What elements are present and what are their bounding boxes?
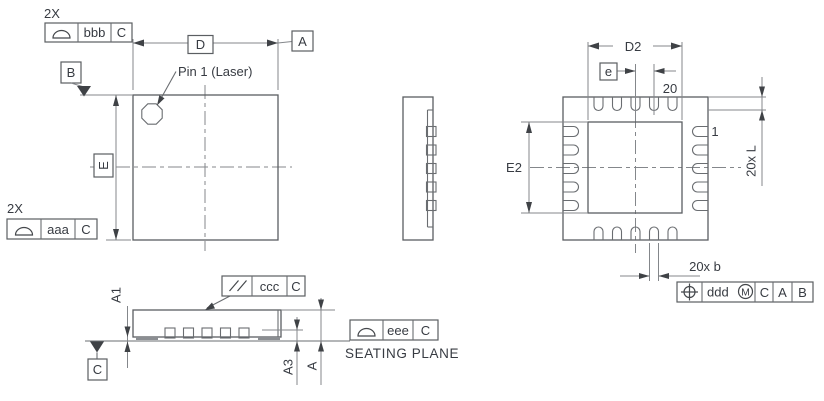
dimension-lead-width: 20x b <box>620 243 721 281</box>
arrowhead <box>267 39 278 47</box>
arrowhead <box>124 341 131 352</box>
dim-label-e-pitch: e <box>605 64 612 79</box>
datum-ref-1: C <box>760 285 769 300</box>
dim-label-e: E <box>96 161 111 170</box>
pin1-note: Pin 1 (Laser) <box>157 64 252 106</box>
arrowhead <box>294 319 300 330</box>
lead-width-label: 20x b <box>689 259 721 274</box>
tolerance-label: bbb <box>84 25 106 40</box>
qty-label: 2X <box>44 6 60 21</box>
dimension-e: E <box>93 95 131 241</box>
dimension-pitch-e: e <box>599 62 676 115</box>
arrowhead <box>124 326 131 337</box>
dimension-e2: E2 <box>506 121 588 214</box>
mmc-modifier-label: M <box>741 287 750 299</box>
arrowhead <box>318 299 324 310</box>
profile-of-surface-icon <box>357 327 376 337</box>
exposed-pad-outline <box>587 121 683 214</box>
datum-ref-label: C <box>117 25 126 40</box>
dim-label-a: A <box>305 361 320 370</box>
datum-ref-3: B <box>798 285 807 300</box>
side-body-outline <box>402 96 434 241</box>
bottom-edge-leads <box>593 226 678 240</box>
arrowhead <box>654 68 665 74</box>
arrowhead <box>671 42 682 50</box>
arrowhead <box>205 302 215 310</box>
position-frame-ddd: ddd M C A B <box>676 281 814 303</box>
arrowhead <box>526 202 532 213</box>
dim-label-e2: E2 <box>506 160 522 175</box>
dim-label-d2: D2 <box>625 39 642 54</box>
datum-a: A <box>291 30 314 52</box>
parallelism-frame-ccc: ccc C <box>205 275 306 310</box>
top-view: D A B E Pin 1 (Laser) <box>6 6 314 251</box>
datum-ref-2: A <box>778 285 787 300</box>
arrowhead <box>294 341 300 352</box>
arrowhead <box>133 39 144 47</box>
side-view <box>402 96 437 241</box>
tolerance-label: ccc <box>260 279 280 294</box>
arrowhead <box>526 122 532 133</box>
datum-triangle <box>90 341 104 353</box>
arrowhead <box>759 110 765 121</box>
arrowhead <box>625 68 636 74</box>
body-profile-outline <box>132 309 282 338</box>
lead-length-label: 20x L <box>744 145 759 177</box>
tolerance-label: aaa <box>47 222 69 237</box>
tolerance-label: eee <box>387 323 409 338</box>
datum-ref-label: C <box>421 323 430 338</box>
arrowhead <box>588 42 599 50</box>
datum-b-label: B <box>67 65 76 80</box>
tolerance-label: ddd <box>707 285 729 300</box>
dimension-d2: D2 <box>587 39 683 120</box>
arrowhead <box>658 273 669 279</box>
profile-of-surface-icon <box>14 226 34 236</box>
dim-label-a1: A1 <box>109 287 124 303</box>
dim-label-a3: A3 <box>281 359 296 375</box>
dimension-a3: A3 <box>281 317 300 385</box>
dimension-a: A <box>305 298 324 385</box>
seating-plane-label: SEATING PLANE <box>345 346 459 361</box>
datum-c-label: C <box>93 362 102 377</box>
datum-ref-label: C <box>291 279 300 294</box>
pin20-number: 20 <box>663 81 677 96</box>
dimension-d: D <box>132 34 293 90</box>
side-view-leads <box>425 125 437 212</box>
pin1-note-label: Pin 1 (Laser) <box>178 64 252 79</box>
bottom-view: D2 e 20 1 E2 <box>506 39 814 303</box>
arrowhead <box>113 95 119 106</box>
datum-b: B <box>60 61 133 97</box>
pin1-marker-octagon <box>141 103 163 125</box>
left-edge-leads <box>563 125 579 212</box>
dim-label-d: D <box>196 37 205 52</box>
dimension-a1: A1 <box>109 287 131 368</box>
arrowhead <box>157 95 165 106</box>
datum-c: C <box>87 341 108 381</box>
arrowhead <box>759 86 765 97</box>
front-view-leads <box>136 327 280 340</box>
arrowhead <box>318 341 324 352</box>
front-view: A1 ccc C A3 A <box>85 275 459 385</box>
dimension-lead-length: 20x L <box>708 77 766 186</box>
qty-label: 2X <box>7 201 23 216</box>
seating-frame-eee: eee C SEATING PLANE <box>345 319 459 361</box>
datum-ref-label: C <box>81 222 90 237</box>
arrowhead <box>639 273 650 279</box>
parallelism-icon <box>229 280 247 292</box>
mmc-modifier-icon <box>737 283 754 300</box>
pin1-number: 1 <box>711 124 718 139</box>
right-edge-leads <box>692 125 708 212</box>
profile-frame-bbb: 2X bbb C <box>44 6 133 43</box>
package-body-outline <box>132 94 279 241</box>
profile-frame-aaa: 2X aaa C <box>6 201 98 240</box>
datum-a-label: A <box>298 34 307 49</box>
arrowhead <box>113 229 119 240</box>
profile-of-surface-icon <box>52 29 71 39</box>
datum-triangle <box>77 86 91 97</box>
position-icon <box>681 283 698 301</box>
